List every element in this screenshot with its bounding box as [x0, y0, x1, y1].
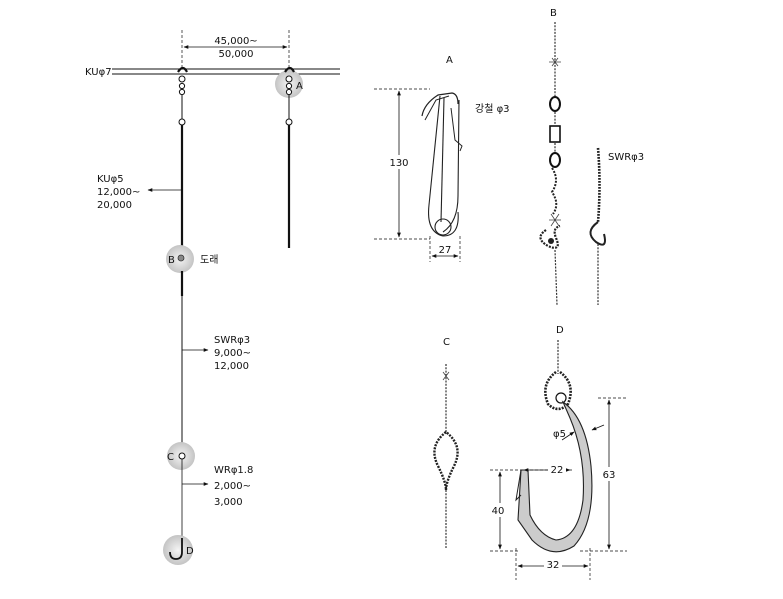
clip-eye [434, 218, 452, 236]
d-barb-value: 40 [492, 506, 505, 517]
swr-line2: 12,000 [214, 361, 249, 372]
branch-label: KUφ5 [97, 174, 124, 185]
branch2-ring2 [285, 82, 293, 90]
swr-line1: 9,000~ [214, 348, 251, 359]
branch2-ring1 [285, 75, 293, 83]
b-rope-bottom [554, 249, 558, 306]
d-height-bg [600, 467, 618, 481]
b-knot-chain [550, 167, 558, 215]
branch1-ring3 [178, 88, 186, 96]
a-height-bg [384, 155, 414, 169]
d-barb-bg [490, 503, 508, 517]
main-line-label: KUφ7 [85, 67, 112, 78]
b-splice-top [549, 57, 561, 67]
swivel-icon [177, 254, 185, 262]
marker-c-label: C [167, 452, 174, 463]
clip-wire-right [442, 99, 460, 233]
b-swr-loop [589, 221, 606, 246]
branch1-ring4 [178, 118, 186, 126]
c-splice-mark [442, 371, 450, 381]
hook-icon [169, 538, 183, 560]
d-eye-knot [544, 370, 572, 411]
d-width-bg [544, 557, 562, 571]
b-swr-label: SWRφ3 [608, 152, 644, 163]
wr-line2: 3,000 [214, 497, 243, 508]
branch1-clip [177, 66, 188, 73]
branch1-ring2 [178, 82, 186, 90]
a-height-value: 130 [389, 158, 408, 169]
branch2-ring3 [285, 88, 293, 96]
overview-diagram: 45,000~ 50,000 KUφ7 A KUφ5 12,000~ 20,00… [85, 30, 340, 565]
clip-head [421, 92, 459, 117]
swr-label: SWRφ3 [214, 335, 250, 346]
detail-d-title: D [556, 325, 564, 336]
clip-wire-mid [440, 97, 445, 223]
b-ring-upper [549, 96, 561, 112]
branch-line1: 12,000~ [97, 187, 140, 198]
detail-c: C [433, 337, 459, 548]
d-hook-eye [555, 392, 567, 404]
hook-body [517, 400, 593, 553]
a-width-value: 27 [439, 245, 452, 256]
detail-b-title: B [550, 8, 557, 19]
branch2-ring4 [285, 118, 293, 126]
spacing-line1: 45,000~ [214, 36, 257, 47]
clip-bottom-loop [428, 204, 459, 237]
d-width-value: 32 [547, 560, 560, 571]
marker-d-label: D [186, 546, 194, 557]
detail-d: D φ5 63 22 40 32 [490, 325, 627, 580]
d-gap-value: 22 [551, 465, 564, 476]
hook-barb [515, 469, 522, 502]
branch1-ring1 [178, 75, 186, 83]
spacing-line2: 50,000 [219, 49, 254, 60]
detail-b: B SWRφ3 [539, 8, 644, 306]
b-loop-knot [539, 224, 561, 249]
b-swivel-body [549, 125, 561, 143]
b-knot-bead [548, 238, 554, 244]
b-swr-rope [596, 147, 601, 223]
swivel-label: 도래 [200, 254, 218, 266]
wr-line1: 2,000~ [214, 481, 251, 492]
b-splice-bottom [549, 213, 561, 227]
c-eye-loop [433, 430, 459, 491]
detail-a-title: A [446, 55, 453, 66]
branch-line2: 20,000 [97, 200, 132, 211]
d-gap-bg [548, 462, 566, 476]
a-material-label: 강철 φ3 [475, 103, 510, 115]
branch2-clip [284, 66, 295, 73]
clip-wire-left [428, 95, 441, 206]
clip-latch [424, 95, 450, 121]
marker-a-label: A [296, 81, 303, 92]
d-wire-arrow-out [591, 424, 605, 431]
wr-label: WRφ1.8 [214, 465, 253, 476]
d-height-value: 63 [603, 470, 616, 481]
d-wire-arrow-in [561, 431, 575, 441]
b-ring-lower [549, 152, 561, 168]
detail-c-title: C [443, 337, 450, 348]
connector-ring [178, 452, 186, 460]
d-wire-label: φ5 [553, 429, 566, 440]
marker-b-label: B [168, 255, 175, 266]
detail-a: A 130 27 강철 φ3 [374, 55, 510, 262]
clip-spring [450, 107, 463, 152]
